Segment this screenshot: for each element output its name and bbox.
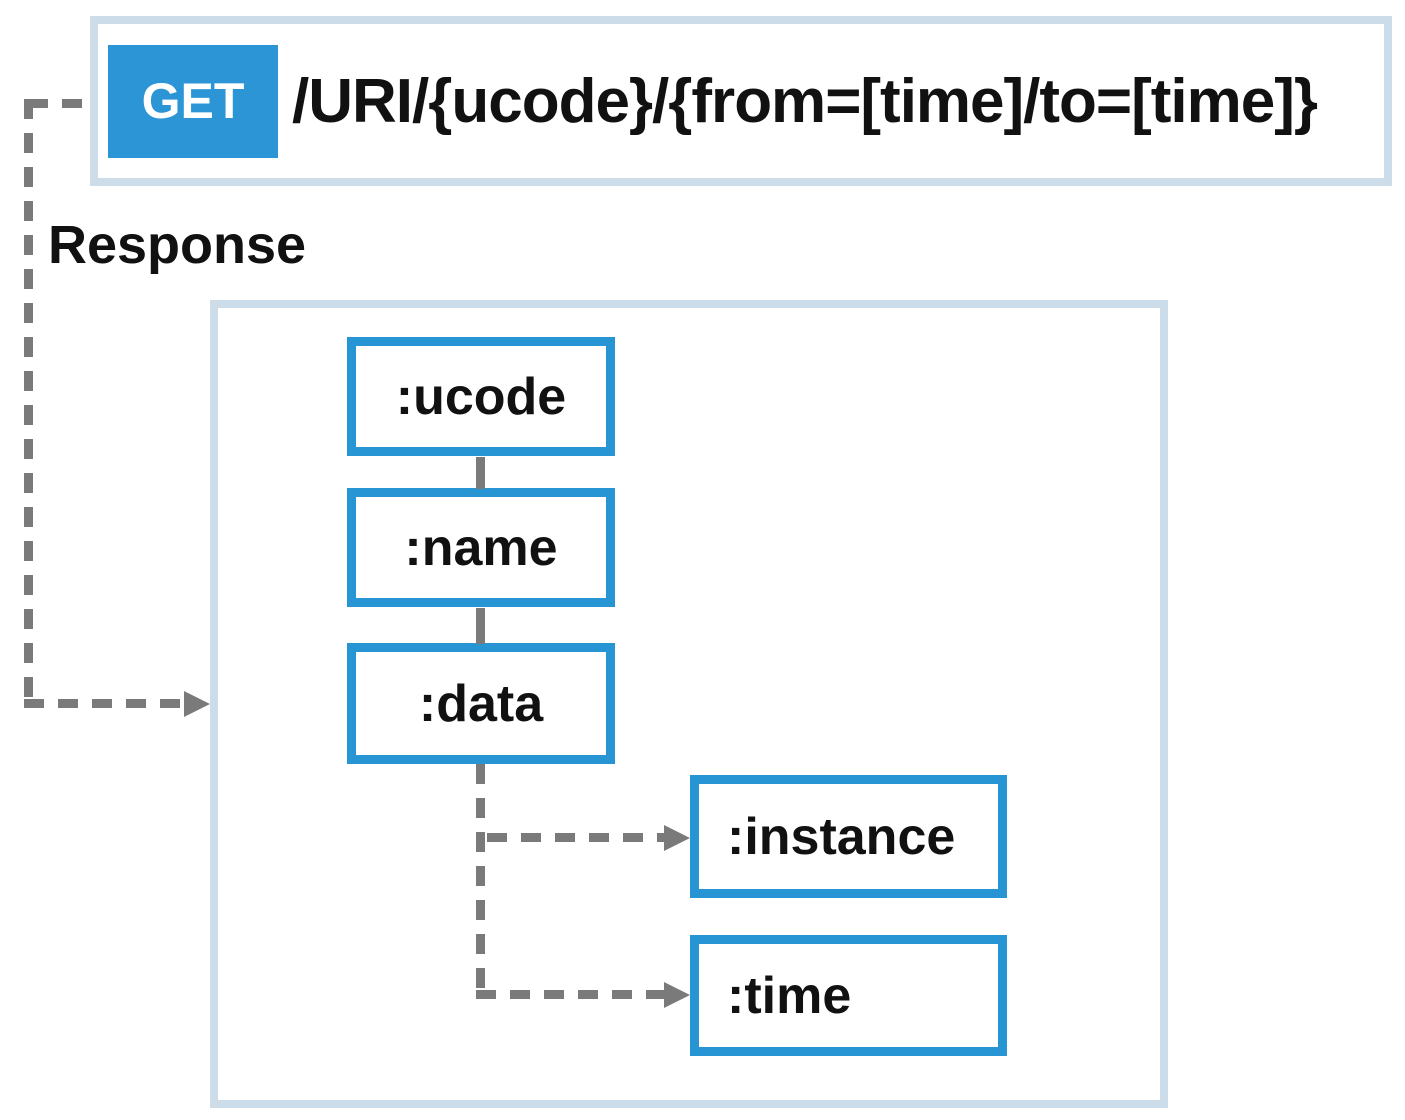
- response-flow-line-vertical: [24, 99, 33, 708]
- arrow-right-icon: [184, 691, 210, 717]
- node-ucode: :ucode: [347, 337, 615, 456]
- response-flow-line-top: [28, 99, 90, 108]
- connector-ucode-name: [476, 457, 485, 489]
- data-branch-line-time: [476, 990, 665, 999]
- data-branch-line-instance: [487, 833, 665, 842]
- endpoint-uri-text: /URI/{ucode}/{from=[time]/to=[time]}: [292, 66, 1318, 136]
- connector-name-data: [476, 608, 485, 644]
- http-method-badge: GET: [108, 44, 278, 158]
- node-data: :data: [347, 643, 615, 764]
- response-flow-line-bottom: [24, 699, 186, 708]
- node-instance: :instance: [690, 775, 1007, 898]
- endpoint-bar: GET /URI/{ucode}/{from=[time]/to=[time]}: [90, 16, 1392, 186]
- node-time: :time: [690, 935, 1007, 1056]
- arrow-right-icon: [664, 982, 690, 1008]
- data-branch-line-vertical: [476, 764, 485, 999]
- arrow-right-icon: [664, 825, 690, 851]
- response-label: Response: [48, 215, 307, 275]
- node-name: :name: [347, 488, 615, 607]
